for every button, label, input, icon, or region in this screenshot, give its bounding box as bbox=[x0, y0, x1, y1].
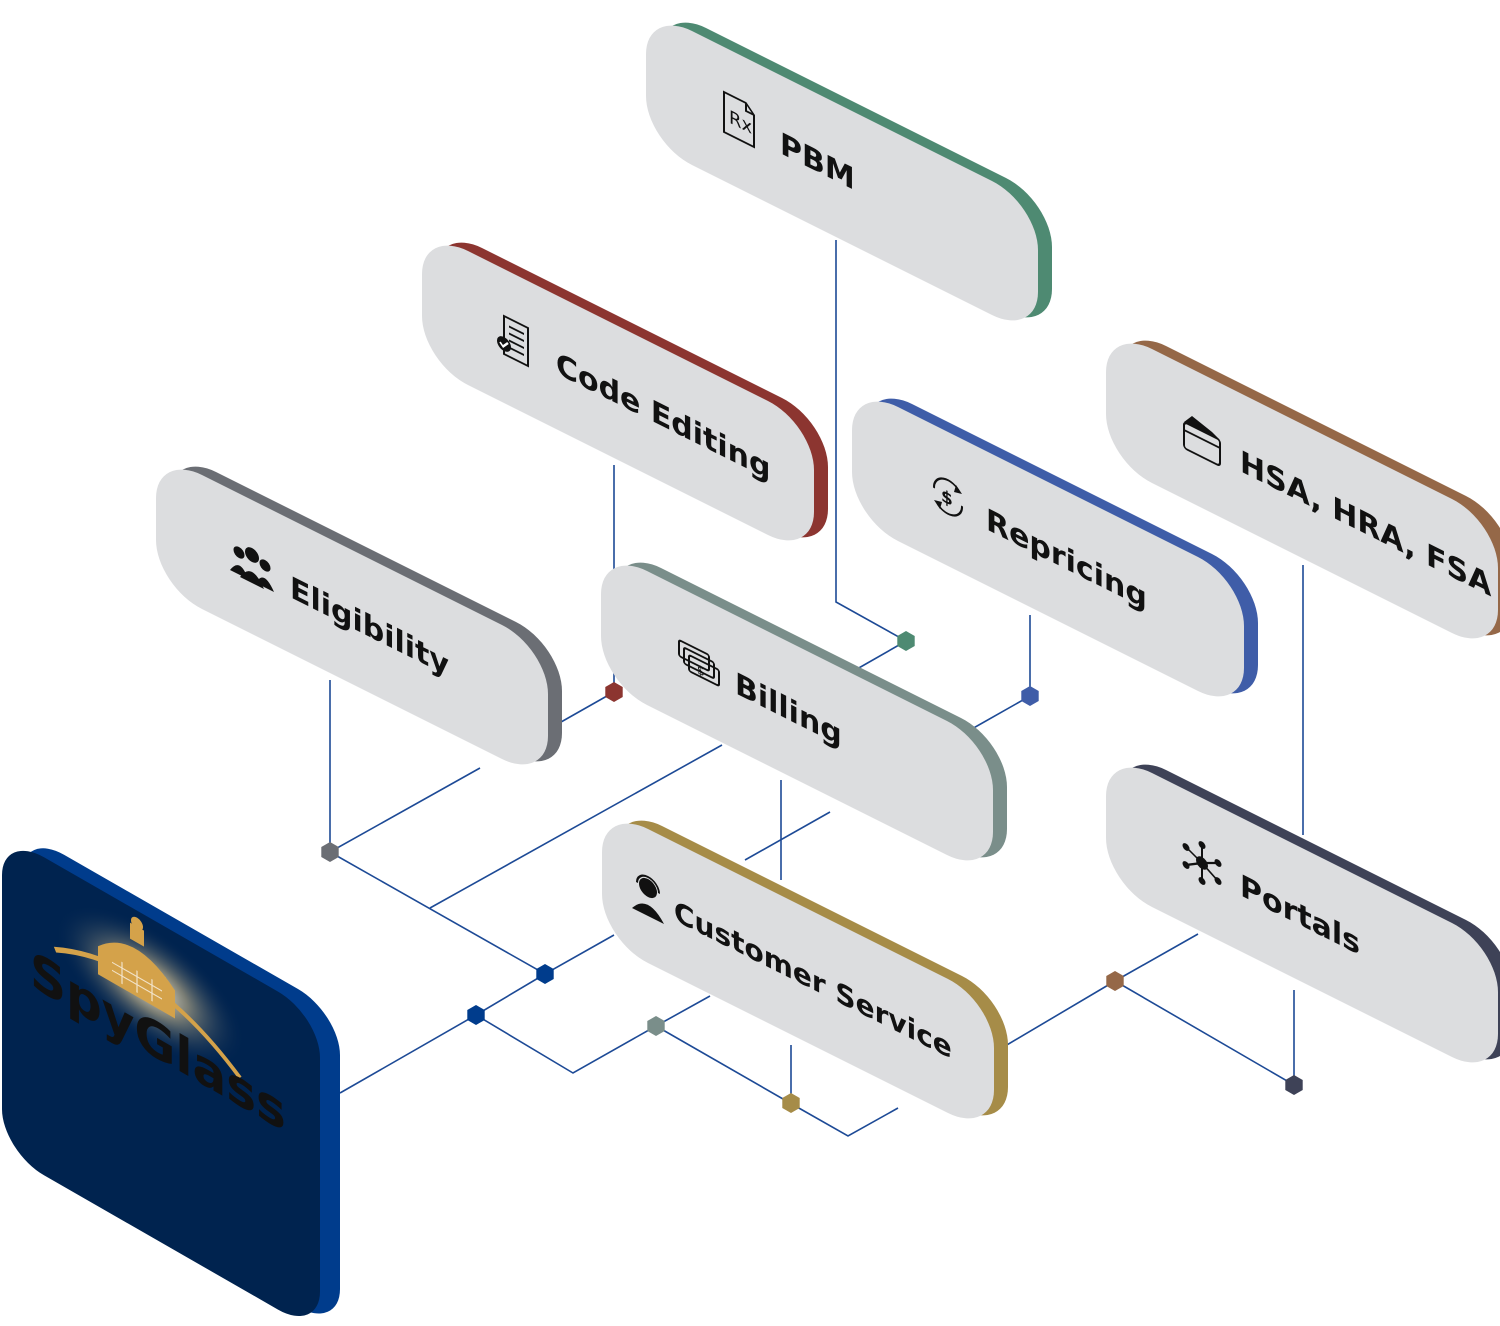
junction-node-billing bbox=[647, 1016, 665, 1036]
money-stack-icon: $ bbox=[678, 639, 720, 687]
connector-brand bbox=[339, 973, 546, 1094]
people-group-icon bbox=[230, 546, 274, 592]
module-card-code-editing[interactable]: Code Editing bbox=[422, 218, 828, 565]
dollar-cycle-icon: $ bbox=[932, 477, 964, 517]
module-card-face bbox=[156, 469, 548, 765]
wallet-cards-icon bbox=[1183, 416, 1221, 466]
connector-brand-lower bbox=[475, 995, 711, 1074]
junction-node-hsa bbox=[1106, 971, 1124, 991]
module-card-eligibility[interactable]: Eligibility bbox=[156, 442, 562, 789]
module-card-portals[interactable]: Portals bbox=[1106, 740, 1500, 1087]
connector-pbm bbox=[835, 240, 907, 642]
junction-node-brand bbox=[536, 964, 554, 984]
headset-agent-icon bbox=[632, 874, 664, 924]
connector-repricing-diagonal bbox=[744, 811, 831, 861]
spyglass-brand-tile[interactable]: SpyGlass bbox=[2, 819, 340, 1326]
junction-node-code-editing bbox=[605, 682, 623, 702]
connector-repricing bbox=[969, 615, 1031, 731]
connector-portals-right bbox=[1114, 980, 1295, 1087]
svg-text:$: $ bbox=[697, 662, 705, 680]
module-card-face bbox=[601, 565, 993, 861]
module-card-face bbox=[1106, 767, 1498, 1063]
module-card-face bbox=[422, 245, 814, 541]
connector-customer-service bbox=[655, 1025, 899, 1137]
network-hub-icon bbox=[1182, 841, 1222, 885]
module-card-face bbox=[1106, 343, 1498, 639]
junction-node-eligibility bbox=[321, 842, 339, 862]
svg-text:$: $ bbox=[941, 485, 953, 511]
module-card-face bbox=[852, 401, 1244, 697]
junction-node-portals bbox=[1285, 1075, 1303, 1095]
junction-node-pbm bbox=[897, 631, 915, 651]
junction-node-repricing bbox=[1021, 686, 1039, 706]
connector-nodes bbox=[321, 631, 1303, 1113]
module-card-repricing[interactable]: $Repricing bbox=[852, 374, 1258, 721]
connector-spine bbox=[329, 851, 615, 975]
junction-node-brand bbox=[467, 1005, 485, 1025]
connector-billing-diagonal bbox=[429, 744, 723, 909]
module-card-face bbox=[602, 823, 994, 1119]
connector-portals-left bbox=[994, 933, 1199, 1053]
module-card-face bbox=[646, 25, 1038, 321]
junction-node-customer-service bbox=[782, 1093, 800, 1113]
checklist-document-icon bbox=[497, 314, 529, 368]
spyglass-dome-logo-icon bbox=[53, 905, 245, 1079]
module-card-billing[interactable]: $Billing bbox=[601, 538, 1007, 885]
